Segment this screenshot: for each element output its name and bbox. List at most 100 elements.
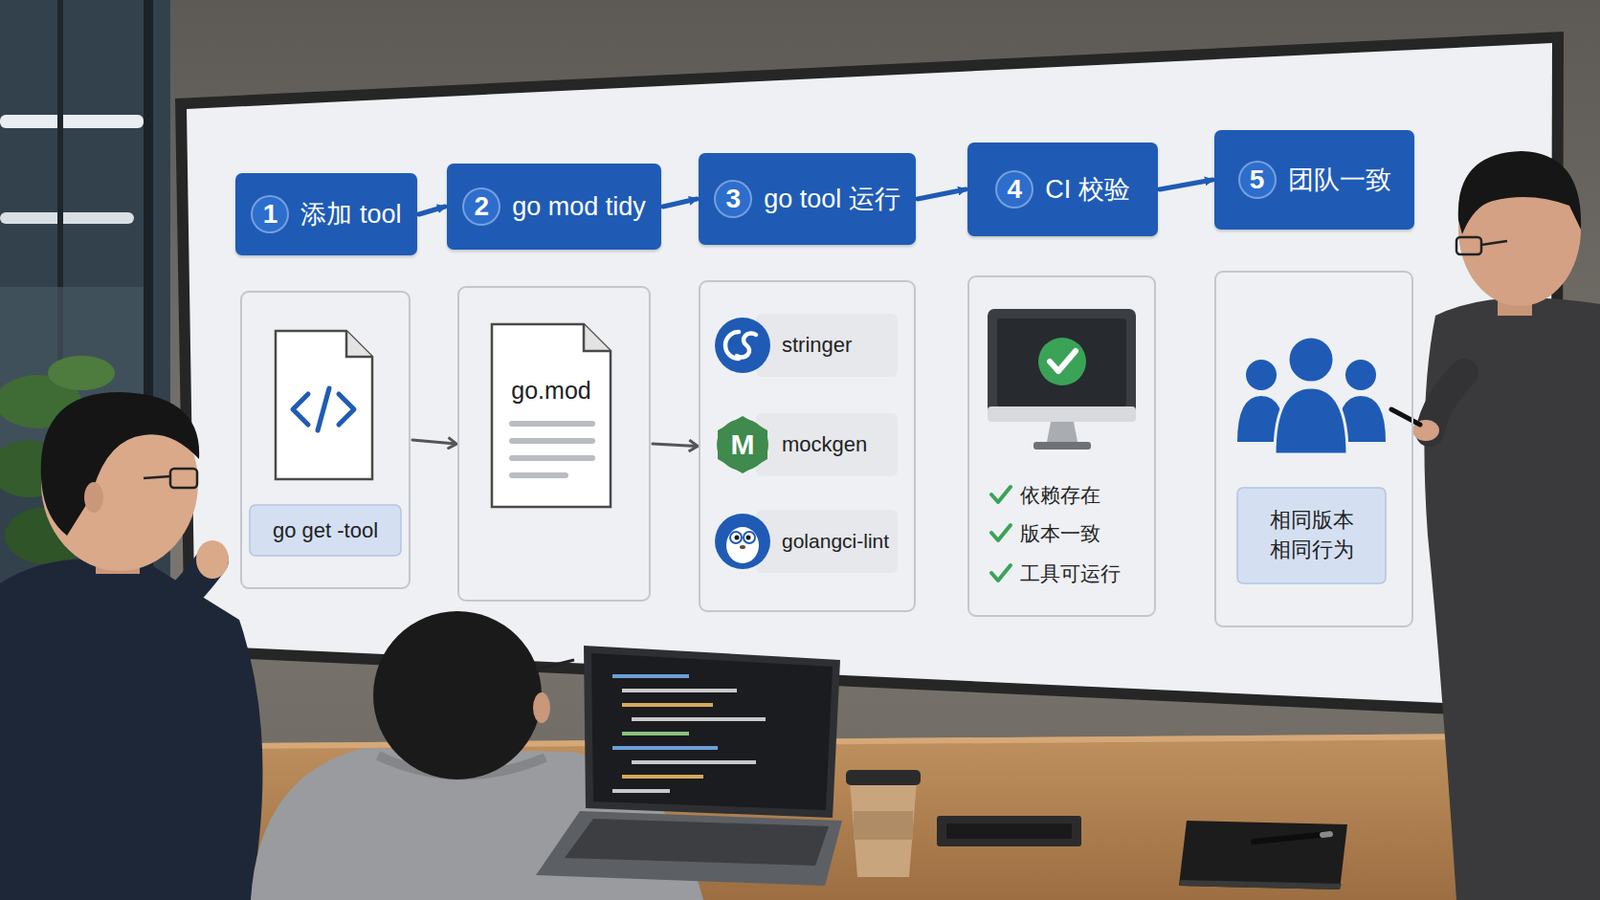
table-part xyxy=(133,733,1600,751)
step-title: CI 校验 xyxy=(1044,172,1131,207)
step-number: 2 xyxy=(462,187,501,226)
mockgen-icon-part xyxy=(716,419,769,471)
presenter-part xyxy=(1458,151,1581,235)
text-slot: 相同版本 相同行为 xyxy=(1237,488,1386,584)
table xyxy=(133,733,1600,900)
tool-rows-part xyxy=(755,313,898,378)
check-marks xyxy=(991,487,1011,581)
stringer-icon xyxy=(714,317,771,374)
step-panel: go get -tool xyxy=(240,290,411,590)
text-slot: mockgen xyxy=(781,413,911,477)
laptop-part xyxy=(535,811,843,887)
monitor-icon-part xyxy=(997,318,1127,407)
seated-person-middle-part xyxy=(535,660,575,670)
panel-text: go.mod xyxy=(511,377,591,405)
golangci-icon-part xyxy=(714,513,771,570)
coffee-cup-part xyxy=(853,811,913,841)
step-panel: 依赖存在版本一致工具可运行 xyxy=(967,275,1156,618)
tool-rows-part xyxy=(755,510,898,574)
coffee-cup-part xyxy=(849,780,917,878)
seated-person-middle-part xyxy=(373,611,542,780)
laptop-part xyxy=(612,746,718,751)
team-icon-part xyxy=(1288,336,1334,383)
notebook-part xyxy=(1178,821,1348,890)
text-slot: stringer xyxy=(781,313,911,378)
step-arrow xyxy=(917,189,966,200)
file-icon-part xyxy=(317,388,330,431)
golangci-icon-part xyxy=(743,532,756,544)
check-marks-part xyxy=(991,525,1011,541)
golangci-icon xyxy=(714,513,771,570)
laptop-part xyxy=(564,819,829,867)
result-chip-part xyxy=(1237,488,1386,584)
laptop-part xyxy=(583,645,841,819)
gomod-file-icon-part xyxy=(583,324,611,352)
text-slot: golangci-lint xyxy=(781,510,911,574)
monitor-icon-part xyxy=(987,406,1136,423)
icon-letter-holder: M xyxy=(721,423,764,467)
tool-rows xyxy=(755,313,898,574)
laptop-part xyxy=(622,775,704,779)
team-icon-part xyxy=(1274,387,1348,455)
team-icon-part xyxy=(1345,359,1377,391)
presenter-part xyxy=(1423,297,1600,900)
file-icon-part xyxy=(275,331,373,480)
step-title: 添加 tool xyxy=(300,197,401,232)
step-panel: go.mod xyxy=(457,286,651,602)
monitor-icon-part xyxy=(1033,442,1091,450)
step-number: 5 xyxy=(1238,160,1277,200)
text-slot: 版本一致 xyxy=(1020,518,1150,550)
step-header: 3go tool 运行 xyxy=(698,153,916,245)
notebook-part xyxy=(1253,834,1329,843)
step-number: 3 xyxy=(713,179,753,219)
mockgen-icon-part xyxy=(717,416,768,474)
laptop-part xyxy=(622,732,689,736)
whiteboard-part xyxy=(186,43,1553,709)
seated-person-left-part xyxy=(0,558,264,900)
whiteboard xyxy=(175,31,1564,720)
presenter-part xyxy=(1391,409,1421,425)
gomod-file-icon-part xyxy=(509,455,596,462)
golangci-icon-part xyxy=(730,532,742,544)
golangci-icon-part xyxy=(734,535,740,541)
file-icon-part xyxy=(292,394,309,425)
step-title: go mod tidy xyxy=(511,192,646,223)
step-title: 团队一致 xyxy=(1288,162,1392,198)
laptop-part xyxy=(631,717,766,722)
step-arrow xyxy=(419,206,445,215)
laptop-part xyxy=(591,653,833,811)
team-icon-part xyxy=(1245,359,1277,391)
coffee-cup-part xyxy=(845,770,921,786)
icon-letter: M xyxy=(731,428,756,462)
seated-person-left-part xyxy=(143,476,171,479)
table-part xyxy=(133,733,1600,900)
chip-box-part xyxy=(249,505,401,556)
table-part xyxy=(936,816,1082,847)
notebook-part xyxy=(1178,880,1342,890)
chip-box xyxy=(249,505,401,556)
table-part xyxy=(946,823,1072,840)
step-header: 4 CI 校验 xyxy=(967,142,1158,237)
panel-text: 版本一致 xyxy=(1020,520,1101,548)
flow-arrow xyxy=(652,444,697,447)
seated-person-left-part xyxy=(84,482,104,513)
step-number: 4 xyxy=(995,170,1034,209)
flow-arrow xyxy=(412,440,456,445)
gomod-file-icon-part xyxy=(509,438,596,445)
panel-text: 依赖存在 xyxy=(1020,482,1101,510)
presenter-part xyxy=(1481,241,1508,245)
golangci-icon-part xyxy=(726,527,759,564)
laptop-part xyxy=(612,674,689,679)
seated-person-left-part xyxy=(170,468,198,489)
text-slot: 工具可运行 xyxy=(1020,558,1150,590)
golangci-icon-part xyxy=(739,545,746,550)
seated-person-left xyxy=(0,392,264,900)
monitor-icon-part xyxy=(1038,337,1087,386)
stringer-icon-part xyxy=(714,317,771,374)
step-header: 5 团队一致 xyxy=(1214,130,1415,230)
coffee-cup xyxy=(845,770,921,878)
window-part xyxy=(0,212,134,224)
notebook-part xyxy=(1322,834,1331,836)
